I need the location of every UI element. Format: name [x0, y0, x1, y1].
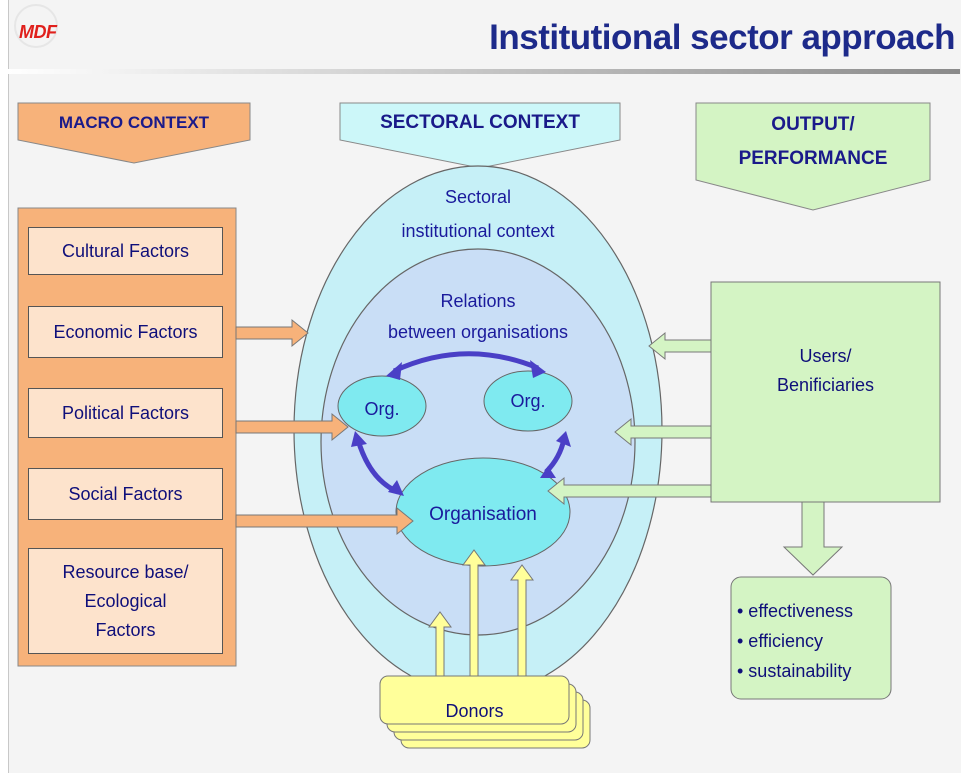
org-right-label: Org.	[510, 391, 546, 411]
users-to-performance-arrow	[782, 501, 844, 576]
inner-ellipse-label-line2: between organisations	[387, 322, 569, 342]
performance-box	[730, 576, 892, 700]
factor-resource-line1: Resource base/	[62, 561, 189, 582]
donors-label: Donors	[445, 701, 504, 721]
mdf-logo: MDF	[19, 22, 57, 42]
donor-arrows	[428, 549, 534, 677]
factor-social: Social Factors	[28, 468, 223, 520]
outer-ellipse-label-line2: institutional context	[401, 221, 555, 241]
macro-context-title: MACRO CONTEXT	[58, 113, 210, 132]
macro-context-header-shape	[17, 102, 251, 164]
outer-ellipse-label-line1: Sectoral	[444, 187, 512, 207]
sectoral-context-header-shape	[339, 102, 621, 169]
factor-resource-line3: Factors	[95, 619, 156, 640]
relation-arrowheads	[351, 360, 571, 496]
org-left-label: Org.	[364, 399, 400, 419]
users-beneficiaries-box	[710, 281, 941, 503]
user-feedback-arrows	[547, 331, 713, 506]
inner-ellipse-label-line1: Relations	[440, 291, 516, 311]
organisation-ellipse	[395, 457, 571, 567]
logo-emblem	[14, 4, 58, 48]
org-right-ellipse	[483, 370, 573, 432]
org-left-ellipse	[337, 375, 427, 437]
title-divider	[8, 69, 960, 74]
performance-efficiency: • efficiency	[737, 631, 824, 651]
performance-effectiveness: • effectiveness	[737, 601, 854, 621]
page-title: Institutional sector approach	[489, 18, 955, 57]
output-performance-header-shape	[695, 102, 931, 211]
users-label-line2: Benificiaries	[776, 375, 875, 395]
factor-cultural: Cultural Factors	[28, 227, 223, 275]
output-title-line1: OUTPUT/	[771, 114, 855, 135]
donors-box	[379, 675, 570, 725]
users-label-line1: Users/	[799, 346, 852, 366]
output-title-line2: PERFORMANCE	[738, 148, 888, 169]
macro-influence-arrows	[235, 318, 414, 536]
sectoral-context-title: SECTORAL CONTEXT	[380, 112, 580, 133]
factor-political: Political Factors	[28, 388, 223, 438]
factor-economic: Economic Factors	[28, 306, 223, 358]
factor-resource-ecological: Resource base/ Ecological Factors	[28, 548, 223, 654]
organisation-label: Organisation	[429, 504, 537, 525]
performance-sustainability: • sustainability	[737, 661, 852, 681]
factor-resource-line2: Ecological	[84, 590, 167, 611]
